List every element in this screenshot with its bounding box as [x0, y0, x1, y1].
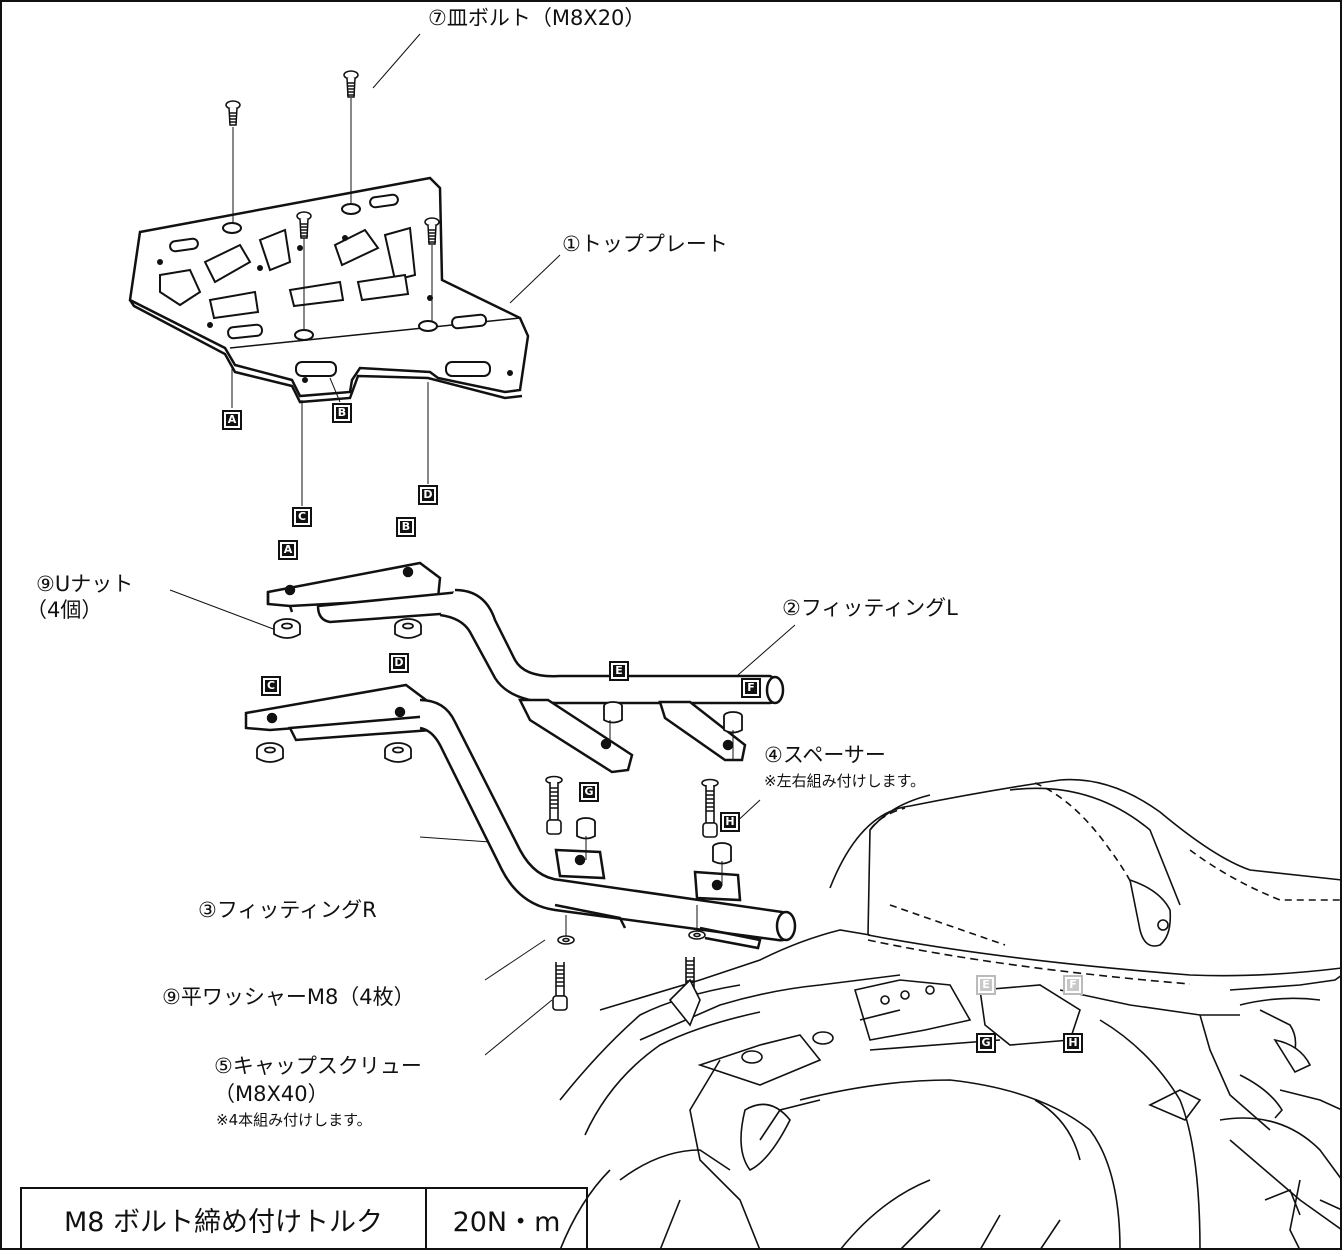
- badge-d-top: D: [418, 485, 438, 505]
- flat-bolt-label: ⑦皿ボルト（M8X20）: [428, 6, 646, 30]
- spacer-label: ④スペーサー: [764, 743, 886, 767]
- badge-e-seat: E: [976, 975, 996, 995]
- flat-bolts-drawing: [225, 70, 440, 245]
- fitting-r-label: ③フィッティングR: [198, 898, 377, 922]
- torque-value-cell: 20N・m: [452, 1207, 561, 1238]
- badge-b-top: B: [332, 403, 352, 423]
- badge-a-top: A: [222, 410, 242, 430]
- badge-b-fitting: B: [396, 517, 416, 537]
- badge-e-fitting: E: [609, 661, 629, 681]
- spacer-note: ※左右組み付けします。: [764, 772, 926, 790]
- badge-h-seat: H: [1063, 1033, 1083, 1053]
- badge-f-seat: F: [1063, 975, 1083, 995]
- badge-c-fitting: C: [261, 676, 281, 696]
- fitting-r-drawing: [244, 683, 797, 950]
- badge-h-fitting: H: [720, 812, 740, 832]
- badge-c-top: C: [292, 507, 312, 527]
- badge-g-seat: G: [976, 1033, 996, 1053]
- top-plate-label: ①トッププレート: [562, 232, 728, 256]
- cap-screw-size-label: （M8X40）: [214, 1082, 329, 1106]
- cap-screw-label: ⑤キャップスクリュー: [214, 1054, 422, 1078]
- cap-screw-note: ※4本組み付けします。: [216, 1111, 372, 1129]
- badge-f-fitting: F: [741, 678, 761, 698]
- washer-label: ⑨平ワッシャーM8（4枚）: [162, 985, 415, 1009]
- top-plate-drawing: [128, 176, 530, 404]
- badge-g-fitting: G: [579, 782, 599, 802]
- torque-label-cell: M8 ボルト締め付けトルク: [22, 1189, 427, 1250]
- torque-table: M8 ボルト締め付けトルク 20N・m: [20, 1187, 588, 1250]
- u-nut-label: ⑨Uナット: [36, 572, 134, 596]
- u-nuts-drawing: [256, 618, 422, 763]
- fitting-l-drawing: [266, 561, 785, 774]
- fitting-l-label: ②フィッティングL: [782, 596, 958, 620]
- badge-a-fitting: A: [278, 540, 298, 560]
- u-nut-qty-label: （4個）: [26, 598, 103, 622]
- motorcycle-tail-drawing: [559, 778, 1342, 1250]
- badge-d-fitting: D: [389, 653, 409, 673]
